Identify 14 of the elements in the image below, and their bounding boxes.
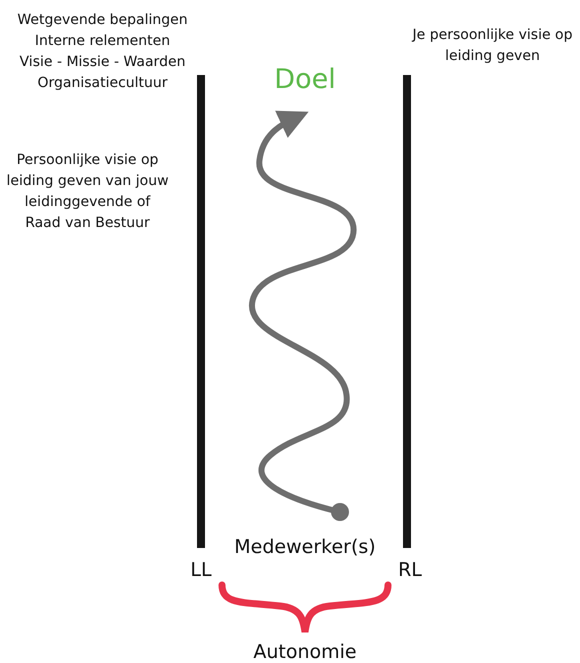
right-bar [403,75,411,548]
note-text: Organisatiecultuur [36,74,169,93]
wavy-arrow [249,110,357,521]
employee-text: Medewerker(s) [233,535,377,560]
left-bar [197,75,205,548]
bar-label: RL [397,558,423,582]
note-text: Persoonlijke visie op leiding geven van jouw leidinggevende of Raad van Bestuur [5,151,170,233]
goal-text: Doel [273,63,337,97]
bar-label: LL [189,558,213,582]
note-text: Visie - Missie - Waarden [18,53,186,72]
note-text: Wetgevende bepalingen [16,11,189,30]
note-text: Interne relementen [34,32,172,51]
note-text: Autonomie [252,641,358,663]
note-text: Je persoonlijke visie op leiding geven [410,26,574,66]
